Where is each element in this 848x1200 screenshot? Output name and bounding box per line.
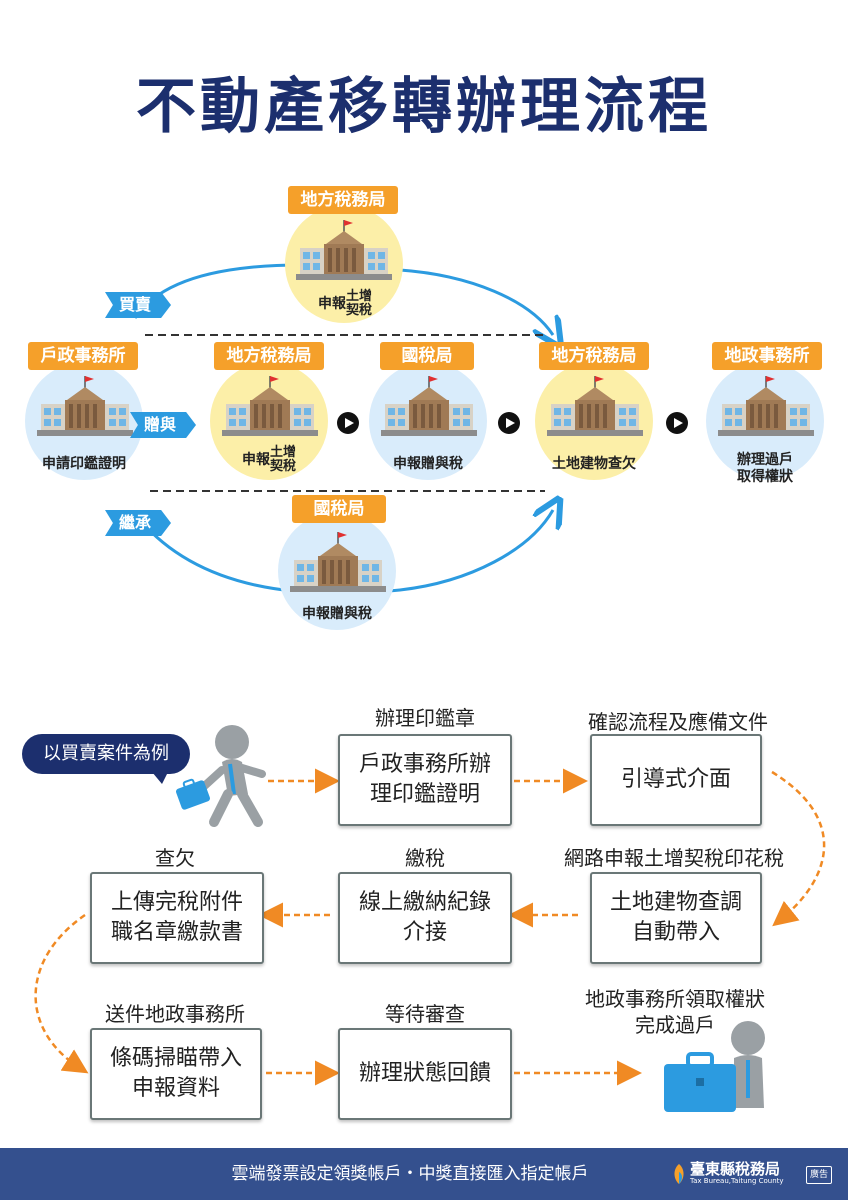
office-national-tax-label: 申報贈與稅	[393, 456, 463, 472]
step-label-4: 繳稅	[405, 846, 445, 870]
step-box-2: 引導式介面	[590, 734, 762, 826]
office-household-tag: 戶政事務所	[28, 342, 138, 370]
example-bubble: 以買賣案件為例	[22, 734, 190, 784]
step-box-5: 上傳完稅附件 職名章繳款書	[90, 872, 264, 964]
logo-main-text: 臺東縣稅務局	[690, 1160, 781, 1178]
play-arrow-icon	[666, 412, 688, 434]
building-icon	[547, 374, 643, 440]
play-arrow-icon	[337, 412, 359, 434]
office-land-label: 辦理過戶取得權狀	[737, 452, 793, 485]
footer-text: 雲端發票設定領獎帳戶・中獎直接匯入指定帳戶	[231, 1164, 589, 1184]
building-icon	[718, 374, 814, 440]
step-label-3: 網路申報土增契稅印花稅	[564, 846, 784, 870]
person-briefcase-icon	[664, 1021, 765, 1112]
building-icon	[381, 374, 477, 440]
office-local-tax-label: 申報土增契稅	[241, 445, 296, 474]
step-label-6: 送件地政事務所	[105, 1002, 245, 1026]
step-box-6: 條碼掃瞄帶入 申報資料	[90, 1028, 262, 1120]
person-walking-icon	[175, 725, 266, 827]
step-label-7: 等待審查	[385, 1002, 465, 1026]
step-box-7: 辦理狀態回饋	[338, 1028, 512, 1120]
step-box-3: 土地建物查調 自動帶入	[590, 872, 762, 964]
bottom-office-tag: 國稅局	[292, 495, 386, 523]
office-land-tag: 地政事務所	[712, 342, 822, 370]
branch-gift: 贈與	[130, 412, 197, 438]
ad-badge: 廣告	[806, 1166, 832, 1184]
office-household-label: 申請印鑑證明	[42, 456, 126, 472]
step-box-4: 線上繳納紀錄 介接	[338, 872, 512, 964]
top-office-tag: 地方稅務局	[288, 186, 398, 214]
leaf-logo-icon	[674, 1164, 684, 1184]
step-box-1: 戶政事務所辦 理印鑑證明	[338, 734, 512, 826]
building-icon	[296, 218, 392, 284]
top-office-label: 申報土增契稅	[317, 289, 372, 318]
office-local-tax2-tag: 地方稅務局	[539, 342, 649, 370]
play-arrow-icon	[498, 412, 520, 434]
bureau-logo: 臺東縣稅務局 Tax Bureau,Taitung County	[668, 1156, 798, 1192]
step-label-5: 查欠	[155, 846, 195, 870]
footer-banner: 雲端發票設定領獎帳戶・中獎直接匯入指定帳戶 臺東縣稅務局 Tax Bureau,…	[0, 1148, 848, 1200]
logo-sub-text: Tax Bureau,Taitung County	[690, 1177, 784, 1185]
building-icon	[222, 374, 318, 440]
office-national-tax-tag: 國稅局	[380, 342, 474, 370]
building-icon	[290, 530, 386, 596]
office-local-tax2-label: 土地建物查欠	[552, 456, 636, 472]
building-icon	[37, 374, 133, 440]
office-local-tax-tag: 地方稅務局	[214, 342, 324, 370]
step-label-8: 地政事務所領取權狀 完成過戶	[585, 987, 765, 1037]
step-label-2: 確認流程及應備文件	[588, 710, 768, 734]
branch-sale: 買賣	[105, 292, 172, 318]
bottom-office-label: 申報贈與稅	[302, 606, 372, 622]
page-title: 不動產移轉辦理流程	[136, 72, 712, 142]
branch-inherit: 繼承	[105, 510, 172, 536]
step-label-1: 辦理印鑑章	[375, 706, 475, 730]
